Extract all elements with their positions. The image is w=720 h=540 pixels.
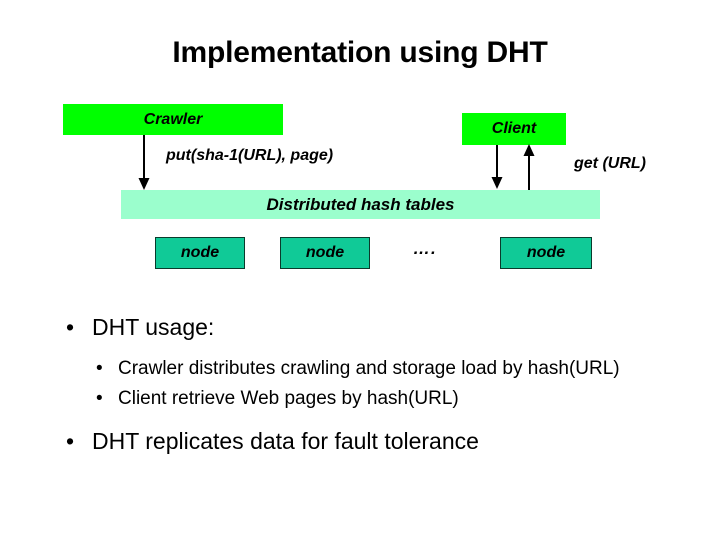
distributed-hash-tables-bar: Distributed hash tables <box>121 190 600 219</box>
dht-node-box-3: node <box>500 237 592 269</box>
bullet-list: • DHT usage: • Crawler distributes crawl… <box>0 300 720 456</box>
crawler-node-box: Crawler <box>63 104 283 135</box>
bullet-text-dht-replicates: DHT replicates data for fault tolerance <box>92 428 479 454</box>
bullet-marker-icon: • <box>96 358 103 379</box>
crawler-box-label: Crawler <box>143 110 203 128</box>
dht-node-label-3: node <box>526 244 566 261</box>
page-title: Implementation using DHT <box>172 36 548 69</box>
dht-node-box-2: node <box>280 237 370 269</box>
put-operation-label: put(sha-1(URL), page) <box>166 147 334 164</box>
dht-architecture-diagram: Crawler Client put(sha-1(URL), page) get… <box>63 104 646 269</box>
dht-node-box-1: node <box>155 237 245 269</box>
bullet-item-client-retrieve: • Client retrieve Web pages by hash(URL) <box>0 386 720 411</box>
client-node-box: Client <box>462 113 566 145</box>
dht-bar-label: Distributed hash tables <box>266 194 455 214</box>
bullet-text-crawler-distributes: Crawler distributes crawling and storage… <box>118 358 620 379</box>
get-operation-label: get (URL) <box>574 155 646 172</box>
arrow-crawler-to-dht <box>138 135 150 190</box>
bullet-item-dht-replicates: • DHT replicates data for fault toleranc… <box>0 426 720 456</box>
bullet-item-crawler-distributes: • Crawler distributes crawling and stora… <box>0 356 720 381</box>
bullet-text-dht-usage: DHT usage: <box>92 314 215 340</box>
bullet-marker-icon: • <box>66 428 75 454</box>
nodes-ellipsis: …. <box>413 239 437 258</box>
bullet-item-dht-usage: • DHT usage: <box>0 312 720 342</box>
bullet-text-client-retrieve: Client retrieve Web pages by hash(URL) <box>118 388 459 409</box>
arrow-dht-to-client <box>523 144 535 190</box>
bullet-marker-icon: • <box>96 388 103 409</box>
arrow-client-to-dht <box>491 145 503 189</box>
bullet-marker-icon: • <box>66 314 75 340</box>
dht-node-label-2: node <box>305 244 345 261</box>
dht-node-label-1: node <box>180 244 220 261</box>
client-box-label: Client <box>491 120 537 137</box>
